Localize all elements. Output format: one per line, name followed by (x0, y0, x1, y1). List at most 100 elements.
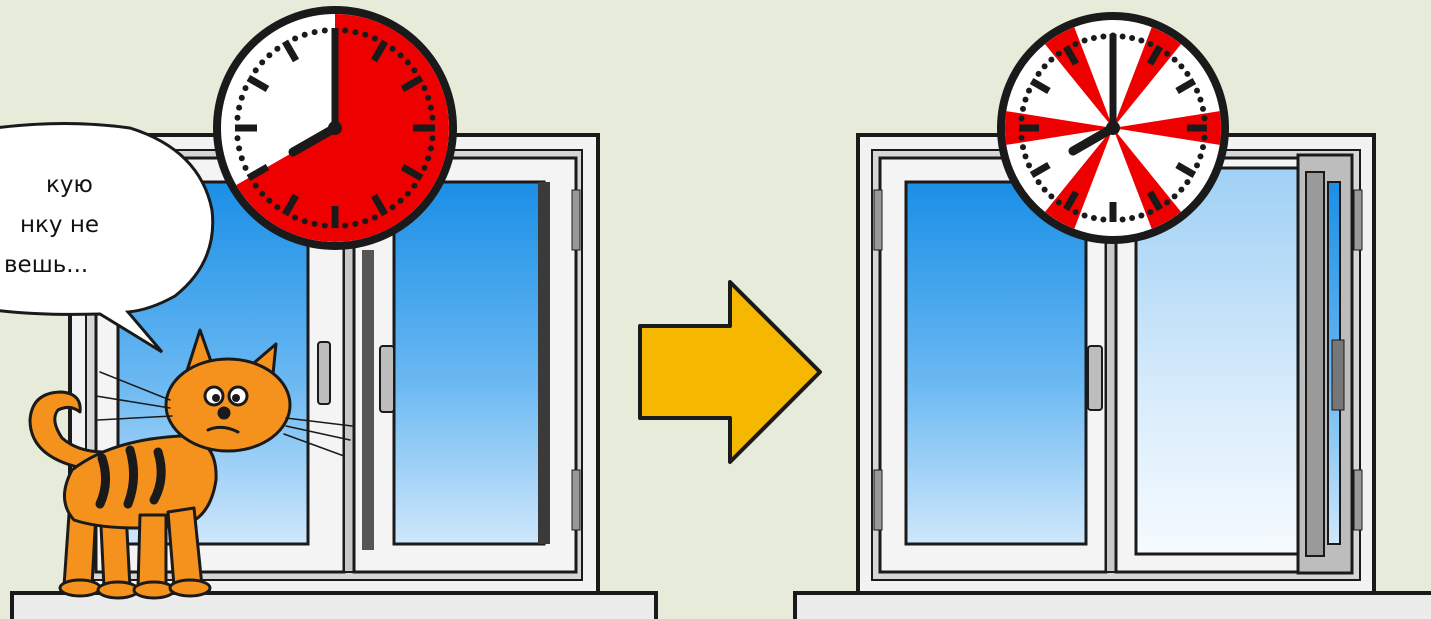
clock-minute-dot (234, 114, 241, 121)
clock-red-sector (1113, 27, 1181, 128)
clock-hour-tick (400, 74, 424, 93)
clock-minute-dot (397, 52, 404, 59)
clock-minute-dot (1138, 212, 1145, 219)
clock-minute-dot (1184, 179, 1191, 186)
clock-minute-dot (242, 164, 249, 171)
clock-minute-dot (421, 164, 428, 171)
speech-bubble-line-3: вешь... (4, 252, 88, 278)
clock-minute-dot (1201, 134, 1208, 141)
clock-minute-dot (389, 204, 396, 211)
clock-minute-dot (1138, 37, 1145, 44)
clock-red-sector (1045, 27, 1113, 128)
left-window-right-sash (352, 156, 581, 574)
clock-minute-dot (242, 85, 249, 92)
left-clock-hour-hand (288, 123, 340, 157)
clock-minute-dot (1178, 63, 1185, 70)
clock-minute-dot (429, 114, 436, 121)
clock-minute-dot (362, 31, 369, 38)
clock-minute-dot (1072, 41, 1079, 47)
clock-minute-dot (1018, 115, 1025, 122)
clock-minute-dot (236, 104, 243, 111)
clock-minute-dot (1200, 144, 1206, 151)
clock-hour-tick (1146, 190, 1164, 212)
clock-hour-tick (1062, 190, 1080, 212)
clock-minute-dot (352, 220, 359, 227)
clock-continuous-ventilation-icon (213, 6, 457, 250)
clock-minute-dot (1090, 215, 1097, 221)
clock-minute-dot (1026, 87, 1032, 94)
clock-minute-dot (1048, 193, 1055, 200)
clock-minute-dot (321, 222, 328, 229)
clock-minute-dot (1022, 153, 1029, 160)
clock-minute-dot (421, 85, 428, 92)
clock-minute-dot (1197, 96, 1204, 103)
clock-minute-dot (1171, 193, 1178, 200)
clock-minute-dot (1020, 105, 1026, 112)
clock-minute-dot (274, 45, 281, 52)
clock-minute-dot (301, 31, 308, 38)
clock-minute-dot (1194, 162, 1200, 169)
clock-minute-dot (1119, 33, 1126, 40)
clock-hour-tick (246, 163, 270, 182)
clock-hour-tick (1029, 161, 1051, 179)
clock-hour-tick (1175, 161, 1197, 179)
clock-minute-dot (1164, 50, 1171, 57)
clock-minute-dot (1147, 41, 1154, 47)
clock-minute-dot (1055, 199, 1062, 206)
clock-minute-dot (1147, 209, 1154, 215)
clock-red-sector (1113, 111, 1222, 145)
clock-minute-dot (427, 145, 434, 152)
clock-minute-dot (236, 145, 243, 152)
clock-minute-dot (1129, 215, 1136, 221)
right-clock-minute-dots (1018, 33, 1208, 223)
clock-hour-tick (1062, 44, 1080, 66)
clock-minute-dot (1020, 144, 1026, 151)
clock-minute-dot (1035, 70, 1042, 77)
clock-hour-tick (281, 39, 300, 63)
right-clock-hour-ticks (1019, 34, 1207, 222)
clock-minute-dot (1178, 186, 1185, 193)
speech-bubble-line-2: нку не (20, 212, 99, 238)
clock-minute-dot (259, 59, 266, 66)
left-clock-minute-dots (234, 27, 436, 229)
clock-minute-dot (1081, 212, 1088, 219)
clock-minute-dot (1119, 216, 1126, 223)
clock-minute-dot (397, 197, 404, 204)
clock-minute-dot (1129, 35, 1136, 41)
clock-red-sector (1113, 128, 1181, 229)
clock-minute-dot (1201, 115, 1208, 122)
clock-minute-dot (404, 59, 411, 66)
clock-minute-dot (429, 135, 436, 142)
clock-minute-dot (238, 155, 245, 162)
clock-minute-dot (1041, 63, 1048, 70)
clock-minute-dot (311, 220, 318, 227)
clock-minute-dot (1035, 179, 1042, 186)
clock-minute-dot (1200, 105, 1206, 112)
cat-character-icon (28, 328, 353, 600)
clock-minute-dot (292, 214, 299, 221)
clock-minute-dot (1194, 87, 1200, 94)
clock-minute-dot (425, 155, 432, 162)
right-clock-hour-hand (1068, 123, 1118, 156)
clock-minute-dot (1164, 199, 1171, 206)
clock-intermittent-ventilation-icon (997, 12, 1229, 244)
clock-minute-dot (1072, 209, 1079, 215)
clock-hour-tick (400, 163, 424, 182)
clock-minute-dot (389, 45, 396, 52)
clock-minute-dot (234, 135, 241, 142)
clock-minute-dot (1026, 162, 1032, 169)
clock-minute-dot (352, 29, 359, 36)
clock-minute-dot (1081, 37, 1088, 44)
clock-minute-dot (411, 182, 418, 189)
clock-hour-tick (246, 74, 270, 93)
clock-minute-dot (371, 214, 378, 221)
clock-minute-dot (342, 27, 349, 34)
clock-hour-tick (370, 39, 389, 63)
right-window-left-sash (873, 156, 1108, 574)
clock-minute-dot (1090, 35, 1097, 41)
clock-hour-tick (370, 193, 389, 217)
clock-minute-dot (1055, 50, 1062, 57)
clock-minute-dot (311, 29, 318, 36)
clock-minute-dot (1100, 33, 1107, 40)
